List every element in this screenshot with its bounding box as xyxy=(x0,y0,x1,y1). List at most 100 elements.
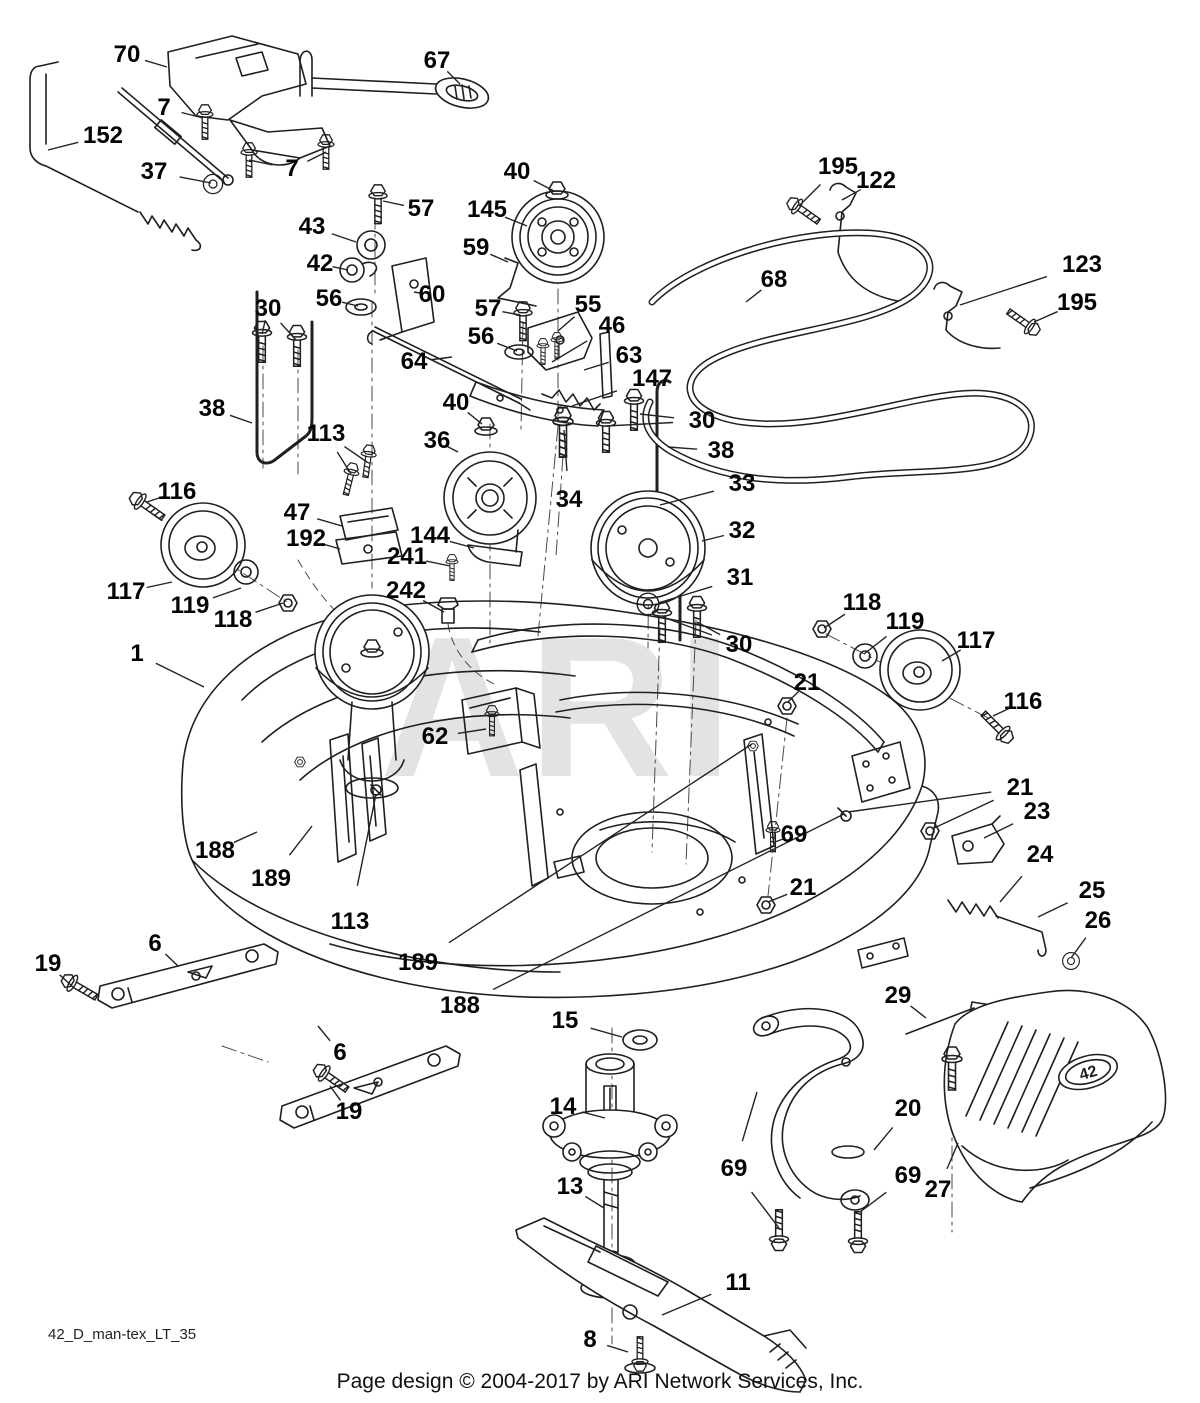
part-callout-21: 21 xyxy=(789,874,817,901)
part-callout-69: 69 xyxy=(780,821,808,848)
leader-line xyxy=(341,301,359,307)
flat-idler-36 xyxy=(443,451,537,545)
part-callout-242: 242 xyxy=(385,577,427,604)
engagement-parts xyxy=(339,184,613,459)
leader-line xyxy=(336,451,352,475)
leader-line xyxy=(431,356,453,361)
leader-line xyxy=(212,587,242,599)
part-callout-70: 70 xyxy=(113,41,141,68)
part-callout-118: 118 xyxy=(842,589,882,616)
part-callout-7: 7 xyxy=(285,155,299,182)
part-callout-241: 241 xyxy=(386,543,428,570)
part-callout-145: 145 xyxy=(466,196,508,223)
leader-line xyxy=(382,200,405,207)
part-callout-26: 26 xyxy=(1084,907,1112,934)
part-callout-32: 32 xyxy=(728,517,756,544)
part-callout-56: 56 xyxy=(467,323,495,350)
leader-line xyxy=(583,361,609,371)
part-callout-113: 113 xyxy=(306,420,346,447)
part-callout-46: 46 xyxy=(598,312,626,339)
leader-line xyxy=(639,413,675,419)
leader-line xyxy=(999,875,1023,903)
part-callout-47: 47 xyxy=(283,499,311,526)
leader-line xyxy=(356,793,377,886)
part-callout-11: 11 xyxy=(725,1269,751,1296)
part-callout-24: 24 xyxy=(1026,841,1054,868)
part-callout-119: 119 xyxy=(170,592,210,619)
leader-line xyxy=(317,518,343,527)
leader-line xyxy=(449,540,475,549)
leader-line xyxy=(502,311,521,316)
part-callout-69: 69 xyxy=(894,1162,922,1189)
idler-arm-brackets xyxy=(335,443,523,624)
leader-line xyxy=(181,111,204,119)
leader-line xyxy=(233,831,258,844)
leader-line xyxy=(457,728,487,735)
part-callout-56: 56 xyxy=(315,285,343,312)
part-callout-36: 36 xyxy=(423,427,451,454)
leader-line xyxy=(321,542,341,550)
part-callout-195: 195 xyxy=(1056,289,1098,316)
part-callout-42: 42 xyxy=(306,250,334,277)
part-callout-14: 14 xyxy=(549,1093,577,1120)
leader-line xyxy=(248,159,273,166)
leader-line xyxy=(581,1111,606,1119)
part-callout-21: 21 xyxy=(1006,774,1034,801)
lift-handle-grip-67 xyxy=(434,77,490,109)
part-callout-144: 144 xyxy=(409,522,451,549)
leader-line xyxy=(841,188,862,201)
leader-line xyxy=(910,1005,927,1019)
part-callout-19: 19 xyxy=(34,950,62,977)
leader-line xyxy=(571,390,618,407)
part-callout-31: 31 xyxy=(726,564,754,591)
leader-line xyxy=(146,581,173,589)
leader-line xyxy=(467,411,483,425)
deck-size-logo: 42 xyxy=(1078,1063,1100,1084)
part-callout-59: 59 xyxy=(462,234,490,261)
part-callout-188: 188 xyxy=(439,992,481,1019)
leader-line xyxy=(164,953,179,967)
leader-line xyxy=(344,446,368,463)
leader-line xyxy=(661,1293,712,1316)
diagram-code: 42_D_man-tex_LT_35 xyxy=(48,1326,197,1343)
leader-line xyxy=(255,602,284,614)
leader-line xyxy=(261,320,266,335)
part-callout-40: 40 xyxy=(503,158,531,185)
leader-line xyxy=(422,599,445,613)
part-callout-30: 30 xyxy=(254,295,282,322)
leader-line xyxy=(448,743,753,944)
part-callout-6: 6 xyxy=(148,930,162,957)
leader-line xyxy=(563,429,568,472)
leader-line xyxy=(584,1195,605,1209)
left-gauge-wheel xyxy=(125,487,298,612)
leader-line xyxy=(751,1191,780,1229)
part-callout-122: 122 xyxy=(855,167,897,194)
leader-line xyxy=(590,1027,623,1038)
leader-line xyxy=(1070,937,1087,959)
leader-line xyxy=(179,176,212,184)
leader-line xyxy=(873,1127,894,1151)
lift-control-assembly xyxy=(29,35,490,252)
part-callout-19: 19 xyxy=(335,1098,363,1125)
part-callout-30: 30 xyxy=(725,631,753,658)
part-callout-188: 188 xyxy=(194,837,236,864)
bolt-242-shank xyxy=(441,608,455,624)
leader-line xyxy=(332,266,349,271)
rod-25 xyxy=(995,915,1047,957)
part-callout-43: 43 xyxy=(298,213,326,240)
leader-line xyxy=(426,560,451,567)
part-callout-23: 23 xyxy=(1023,798,1051,825)
part-callout-37: 37 xyxy=(140,158,168,185)
leader-line xyxy=(767,893,788,903)
leader-line xyxy=(983,823,1014,839)
ari-watermark: ARI xyxy=(380,596,737,819)
part-callout-38: 38 xyxy=(707,437,735,464)
leader-line xyxy=(288,825,313,856)
part-callout-27: 27 xyxy=(924,1176,952,1203)
leader-line xyxy=(667,446,698,450)
part-callout-34: 34 xyxy=(555,486,583,513)
idler-pulley-145 xyxy=(511,181,605,284)
part-callout-147: 147 xyxy=(631,365,673,392)
